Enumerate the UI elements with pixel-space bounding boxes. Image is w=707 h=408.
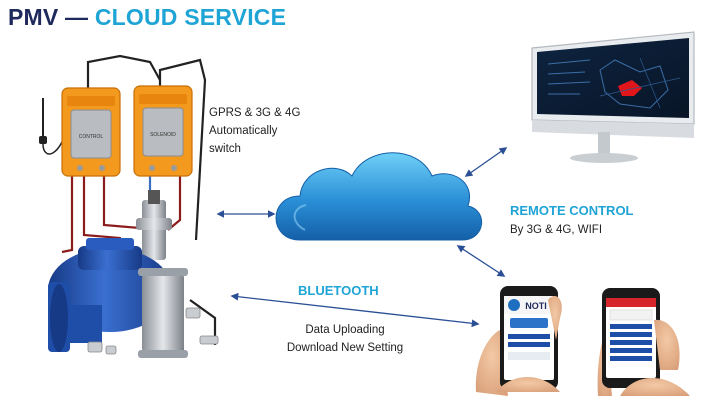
noti-logo: NOTI	[525, 301, 547, 311]
title-dash: —	[58, 4, 95, 30]
gprs-line-1: GPRS & 3G & 4G	[209, 107, 301, 119]
monitor-icon	[531, 31, 695, 163]
pilot-valve	[136, 190, 172, 260]
phone-left: NOTI	[475, 286, 562, 396]
control-valve-assembly: CONTROL SOLENOID	[39, 54, 219, 358]
gprs-line-2: Automatically	[209, 125, 278, 137]
arrow-cloud-phone	[456, 245, 506, 277]
bluetooth-line-1: Data Uploading	[305, 324, 385, 336]
title-main: CLOUD SERVICE	[94, 4, 287, 30]
remote-control-subtext: By 3G & 4G, WIFI	[510, 224, 603, 236]
cloud-icon	[275, 152, 483, 241]
remote-control-heading: REMOTE CONTROL	[510, 203, 634, 218]
controller-box-right: SOLENOID	[133, 85, 193, 177]
bluetooth-description: Data Uploading Download New Setting	[270, 321, 420, 357]
gprs-line-3: switch	[209, 143, 241, 155]
bluetooth-heading: BLUETOOTH	[298, 283, 379, 298]
map-screen	[547, 57, 681, 109]
fittings	[87, 307, 219, 355]
page-title: PMV — CLOUD SERVICE	[8, 4, 286, 31]
gprs-label: GPRS & 3G & 4G Automatically switch	[209, 104, 300, 158]
solenoid-cylinder	[138, 268, 188, 358]
phone-right	[597, 288, 690, 396]
controller-right-label: SOLENOID	[150, 132, 176, 138]
arrow-bluetooth	[230, 292, 480, 328]
controller-left-label: CONTROL	[79, 134, 104, 140]
bluetooth-line-2: Download New Setting	[286, 342, 404, 354]
controller-box-left: CONTROL	[61, 87, 121, 177]
title-prefix: PMV	[8, 4, 59, 30]
arrow-cloud-monitor	[464, 147, 508, 177]
connection-arrows	[216, 147, 508, 328]
